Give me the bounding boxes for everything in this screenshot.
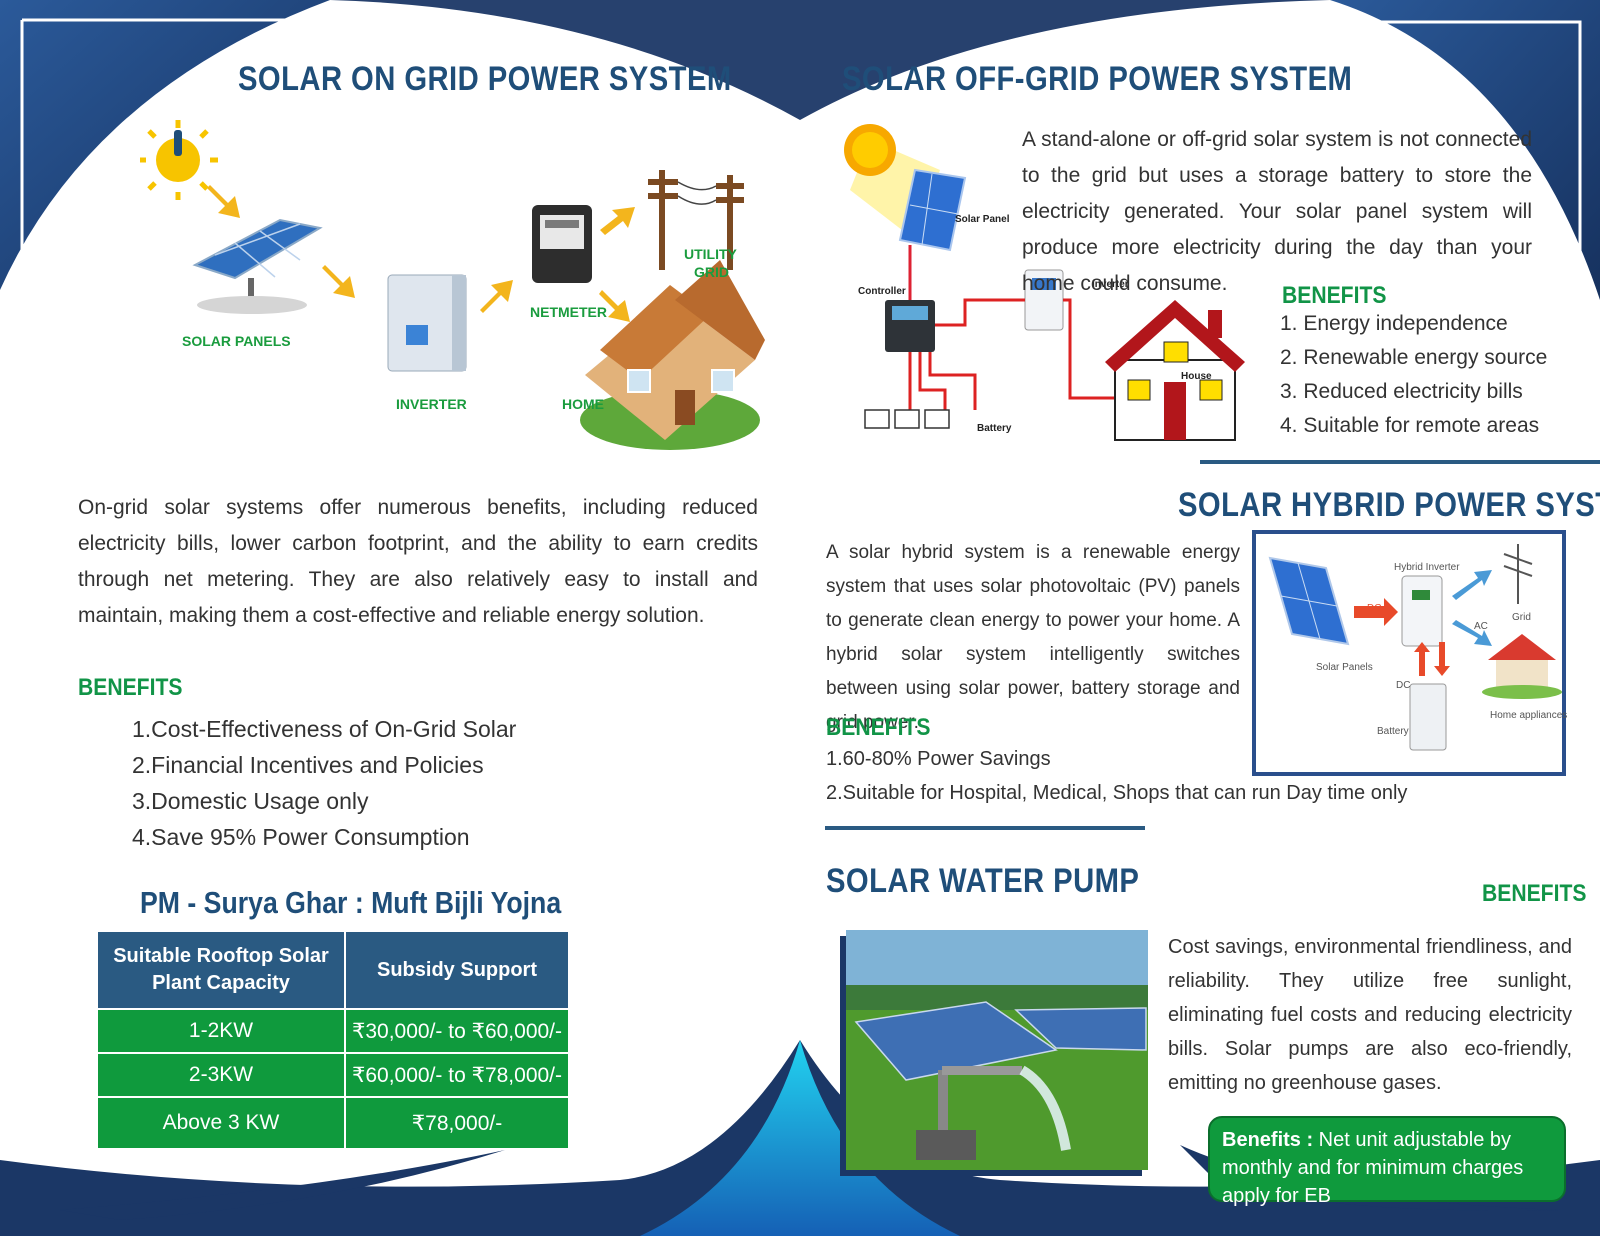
ongrid-label-utility: UTILITY (684, 246, 737, 262)
pump-title: SOLAR WATER PUMP (826, 862, 1140, 900)
home-appliances-icon (1482, 634, 1562, 699)
inverter-icon (1024, 269, 1064, 331)
offgrid-benefit-item: 1. Energy independence (1280, 312, 1508, 335)
hybrid-label-solar-panels: Solar Panels (1316, 662, 1373, 673)
pump-benefits-note: Benefits : Net unit adjustable by monthl… (1208, 1116, 1566, 1207)
capacity-cell: 2-3KW (96, 1052, 346, 1098)
house-icon (1105, 300, 1245, 441)
home-icon (580, 260, 765, 450)
hybrid-title: SOLAR HYBRID POWER SYSTEM (1178, 486, 1600, 524)
ongrid-benefit-item: 1.Cost-Effectiveness of On-Grid Solar (132, 716, 517, 742)
ongrid-label-solar-panels: SOLAR PANELS (182, 333, 291, 349)
offgrid-benefits-list: 1. Energy independence 2. Renewable ener… (1280, 312, 1547, 448)
subsidy-table: Suitable Rooftop Solar Plant Capacity Su… (96, 930, 570, 1150)
pump-benefits-heading: BENEFITS (1482, 880, 1587, 907)
grid-pole-icon (1503, 544, 1533, 604)
capacity-cell: Above 3 KW (96, 1096, 346, 1150)
utility-grid-icon (648, 170, 744, 270)
hybrid-benefit-item: 1.60-80% Power Savings (826, 748, 1051, 770)
flow-arrows (207, 185, 635, 322)
offgrid-benefit-item: 3. Reduced electricity bills (1280, 380, 1523, 403)
ongrid-label-inverter: INVERTER (396, 396, 467, 412)
pump-photo (846, 930, 1148, 1170)
ongrid-benefit-item: 2.Financial Incentives and Policies (132, 752, 484, 778)
ongrid-benefits-list: 1.Cost-Effectiveness of On-Grid Solar 2.… (132, 716, 516, 860)
offgrid-title: SOLAR OFF-GRID POWER SYSTEM (842, 60, 1353, 98)
scheme-title: PM - Surya Ghar : Muft Bijli Yojna (140, 885, 562, 920)
subsidy-table-header-support: Subsidy Support (344, 930, 570, 1010)
offgrid-label-house: House (1181, 371, 1212, 382)
hybrid-paragraph: A solar hybrid system is a renewable ene… (826, 542, 1240, 733)
subsidy-table-header-capacity: Suitable Rooftop Solar Plant Capacity (96, 930, 346, 1010)
hybrid-label-inverter: Hybrid Inverter (1394, 562, 1460, 573)
ongrid-label-home: HOME (562, 396, 604, 412)
offgrid-benefit-item: 2. Renewable energy source (1280, 346, 1548, 369)
offgrid-label-battery: Battery (977, 423, 1012, 434)
offgrid-label-controller: Controller (858, 286, 906, 297)
subsidy-cell: ₹30,000/- to ₹60,000/- (344, 1008, 570, 1054)
ongrid-benefit-item: 4.Save 95% Power Consumption (132, 824, 470, 850)
table-row: Above 3 KW ₹78,000/- (96, 1096, 570, 1150)
hybrid-label-dc1: DC (1367, 603, 1382, 614)
ongrid-benefit-item: 3.Domestic Usage only (132, 788, 369, 814)
subsidy-cell: ₹60,000/- to ₹78,000/- (344, 1052, 570, 1098)
ongrid-diagram (140, 120, 765, 450)
hybrid-label-home-appliances: Home appliances (1490, 710, 1568, 721)
battery-icon (864, 409, 950, 429)
offgrid-benefits-heading: BENEFITS (1282, 282, 1387, 309)
ongrid-benefits-heading: BENEFITS (78, 674, 183, 701)
inverter-icon (387, 274, 467, 372)
hybrid-label-grid: Grid (1512, 612, 1531, 623)
hybrid-diagram-frame (1252, 530, 1566, 776)
solar-panel-icon (898, 168, 967, 252)
hybrid-label-dc2: DC (1396, 680, 1411, 691)
capacity-cell: 1-2KW (96, 1008, 346, 1054)
pump-note-label: Benefits : (1222, 1129, 1314, 1151)
sun-icon (140, 120, 218, 200)
subsidy-cell: ₹78,000/- (344, 1096, 570, 1150)
hybrid-benefits-heading: BENEFITS (826, 714, 931, 741)
hybrid-inverter-icon (1401, 575, 1443, 647)
pump-note-text: Net unit adjustable by monthly and for m… (1222, 1129, 1524, 1207)
table-row: 1-2KW ₹30,000/- to ₹60,000/- (96, 1008, 570, 1054)
offgrid-label-solar-panel: Solar Panel (955, 214, 1010, 225)
ongrid-paragraph: On-grid solar systems offer numerous ben… (78, 496, 758, 627)
sun-icon (844, 124, 896, 176)
table-row: 2-3KW ₹60,000/- to ₹78,000/- (96, 1052, 570, 1098)
controller-icon (885, 300, 935, 352)
offgrid-wiring (908, 298, 1115, 410)
offgrid-label-inverter: Inverter (1092, 279, 1129, 290)
hybrid-benefits-list: 1.60-80% Power Savings 2.Suitable for Ho… (826, 748, 1407, 816)
hybrid-benefit-item: 2.Suitable for Hospital, Medical, Shops … (826, 782, 1408, 804)
ongrid-title: SOLAR ON GRID POWER SYSTEM (238, 60, 732, 98)
ongrid-label-netmeter: NETMETER (530, 304, 607, 320)
water-pump-photo (846, 930, 1148, 1170)
netmeter-icon (532, 205, 592, 283)
hybrid-label-battery: Battery (1377, 726, 1409, 737)
battery-icon (1409, 683, 1447, 751)
offgrid-diagram (844, 124, 1245, 441)
hybrid-diagram (1268, 544, 1562, 751)
ongrid-label-grid: GRID (694, 264, 729, 280)
solar-panel-icon (192, 218, 323, 314)
hybrid-label-ac: AC (1474, 621, 1488, 632)
solar-panel-icon (1268, 556, 1350, 646)
pump-paragraph: Cost savings, environmental friendliness… (1168, 936, 1572, 1094)
offgrid-benefit-item: 4. Suitable for remote areas (1280, 414, 1540, 437)
offgrid-paragraph: A stand-alone or off-grid solar system i… (1022, 128, 1532, 295)
